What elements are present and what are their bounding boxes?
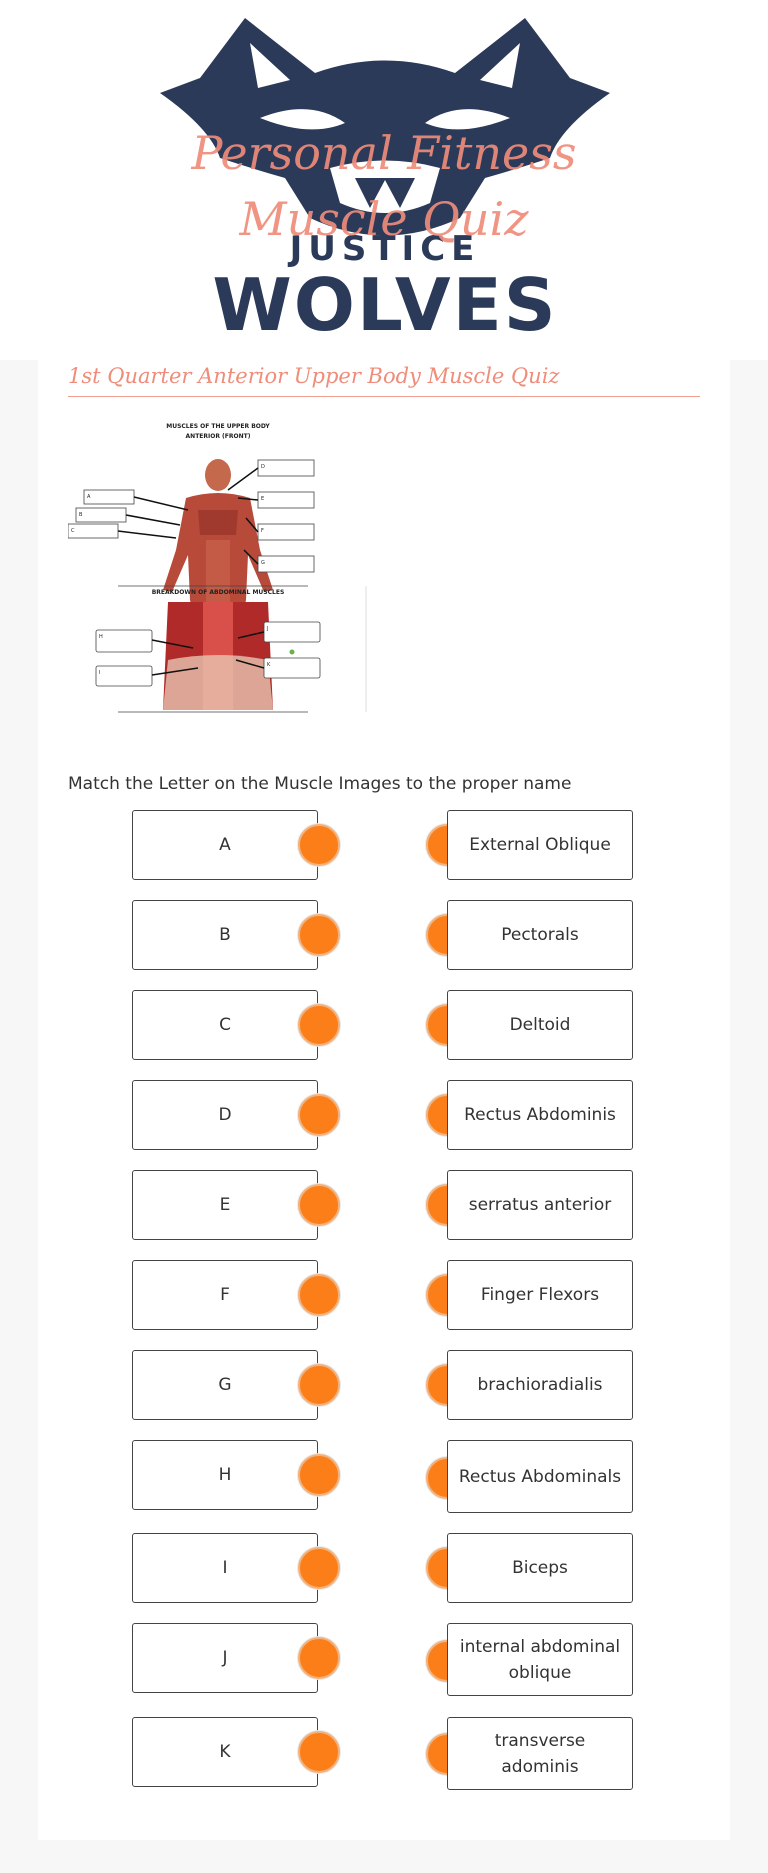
left-connector-dot-d[interactable] <box>298 1094 340 1136</box>
letter-card-g[interactable]: G <box>132 1350 318 1420</box>
muscle-name-label: Rectus Abdominals <box>458 1466 622 1487</box>
name-card-9[interactable]: Biceps <box>447 1533 633 1603</box>
muscle-name-label: External Oblique <box>469 835 611 855</box>
quiz-instructions: Match the Letter on the Muscle Images to… <box>68 774 572 794</box>
diagram-label-a: A <box>87 494 91 500</box>
letter-label: C <box>219 1015 231 1035</box>
muscle-name-label: Biceps <box>512 1558 568 1578</box>
name-card-11[interactable]: transverse adominis <box>447 1717 633 1790</box>
justice-wolves-logo: JUSTICE WOLVES <box>160 18 610 347</box>
diagram-lower-title: BREAKDOWN OF ABDOMINAL MUSCLES <box>152 589 285 596</box>
diagram-upper-title-1: MUSCLES OF THE UPPER BODY <box>166 423 270 430</box>
muscle-name-label: Finger Flexors <box>480 1285 600 1305</box>
name-card-6[interactable]: Finger Flexors <box>447 1260 633 1330</box>
diagram-label-e: E <box>261 496 264 502</box>
letter-card-f[interactable]: F <box>132 1260 318 1330</box>
name-card-7[interactable]: brachioradialis <box>447 1350 633 1420</box>
letter-card-i[interactable]: I <box>132 1533 318 1603</box>
logo-text-justice: JUSTICE <box>288 229 481 269</box>
left-connector-dot-f[interactable] <box>298 1274 340 1316</box>
letter-card-h[interactable]: H <box>132 1440 318 1510</box>
hero-title: Personal Fitness Muscle Quiz <box>0 120 768 252</box>
name-card-8[interactable]: Rectus Abdominals <box>447 1440 633 1513</box>
left-connector-dot-b[interactable] <box>298 914 340 956</box>
name-card-5[interactable]: serratus anterior <box>447 1170 633 1240</box>
letter-label: D <box>218 1105 232 1125</box>
left-connector-dot-k[interactable] <box>298 1731 340 1773</box>
diagram-label-i: I <box>99 670 100 676</box>
letter-label: J <box>222 1648 228 1668</box>
name-card-1[interactable]: External Oblique <box>447 810 633 880</box>
muscle-name-label: Rectus Abdominis <box>464 1105 616 1125</box>
diagram-label-f: F <box>261 528 264 534</box>
name-card-3[interactable]: Deltoid <box>447 990 633 1060</box>
diagram-label-c: C <box>71 528 75 534</box>
muscle-name-label: transverse adominis <box>494 1730 586 1777</box>
letter-card-e[interactable]: E <box>132 1170 318 1240</box>
name-card-10[interactable]: internal abdominal oblique <box>447 1623 633 1696</box>
letter-label: G <box>218 1375 232 1395</box>
muscle-name-label: Pectorals <box>501 925 579 945</box>
diagram-label-b: B <box>79 512 83 518</box>
section-title: 1st Quarter Anterior Upper Body Muscle Q… <box>68 364 700 397</box>
letter-card-k[interactable]: K <box>132 1717 318 1787</box>
letter-card-c[interactable]: C <box>132 990 318 1060</box>
logo-text-wolves: WOLVES <box>212 263 557 347</box>
diagram-label-h: H <box>99 634 103 640</box>
letter-label: B <box>219 925 231 945</box>
letter-card-a[interactable]: A <box>132 810 318 880</box>
muscle-name-label: Deltoid <box>509 1015 571 1035</box>
letter-label: A <box>219 835 231 855</box>
letter-card-d[interactable]: D <box>132 1080 318 1150</box>
muscle-name-label: serratus anterior <box>468 1195 612 1215</box>
left-connector-dot-g[interactable] <box>298 1364 340 1406</box>
quiz-content: 1st Quarter Anterior Upper Body Muscle Q… <box>38 360 730 1840</box>
diagram-label-k: K <box>267 662 271 668</box>
letter-label: H <box>218 1465 232 1485</box>
left-connector-dot-j[interactable] <box>298 1637 340 1679</box>
diagram-label-j: J <box>266 626 268 632</box>
letter-label: K <box>219 1742 231 1762</box>
page-header: JUSTICE WOLVES Personal Fitness Muscle Q… <box>0 0 768 360</box>
left-connector-dot-c[interactable] <box>298 1004 340 1046</box>
muscle-name-label: internal abdominal oblique <box>459 1636 621 1683</box>
name-card-2[interactable]: Pectorals <box>447 900 633 970</box>
hero-title-line2: Muscle Quiz <box>239 192 529 246</box>
diagram-label-g: G <box>261 560 265 566</box>
muscle-name-label: brachioradialis <box>477 1375 603 1395</box>
letter-label: E <box>219 1195 231 1215</box>
left-connector-dot-h[interactable] <box>298 1454 340 1496</box>
letter-card-b[interactable]: B <box>132 900 318 970</box>
left-connector-dot-i[interactable] <box>298 1547 340 1589</box>
left-connector-dot-e[interactable] <box>298 1184 340 1226</box>
matching-area: A B C D E F G H I J K Extern <box>38 810 730 1810</box>
diagram-label-d: D <box>261 464 265 470</box>
left-connector-dot-a[interactable] <box>298 824 340 866</box>
letter-label: F <box>220 1285 230 1305</box>
name-card-4[interactable]: Rectus Abdominis <box>447 1080 633 1150</box>
diagram-upper-title-2: ANTERIOR (FRONT) <box>186 433 251 440</box>
letter-card-j[interactable]: J <box>132 1623 318 1693</box>
muscle-diagram-image: MUSCLES OF THE UPPER BODY ANTERIOR (FRON… <box>68 423 367 713</box>
letter-label: I <box>222 1558 228 1578</box>
hero-title-line1: Personal Fitness <box>191 126 577 180</box>
